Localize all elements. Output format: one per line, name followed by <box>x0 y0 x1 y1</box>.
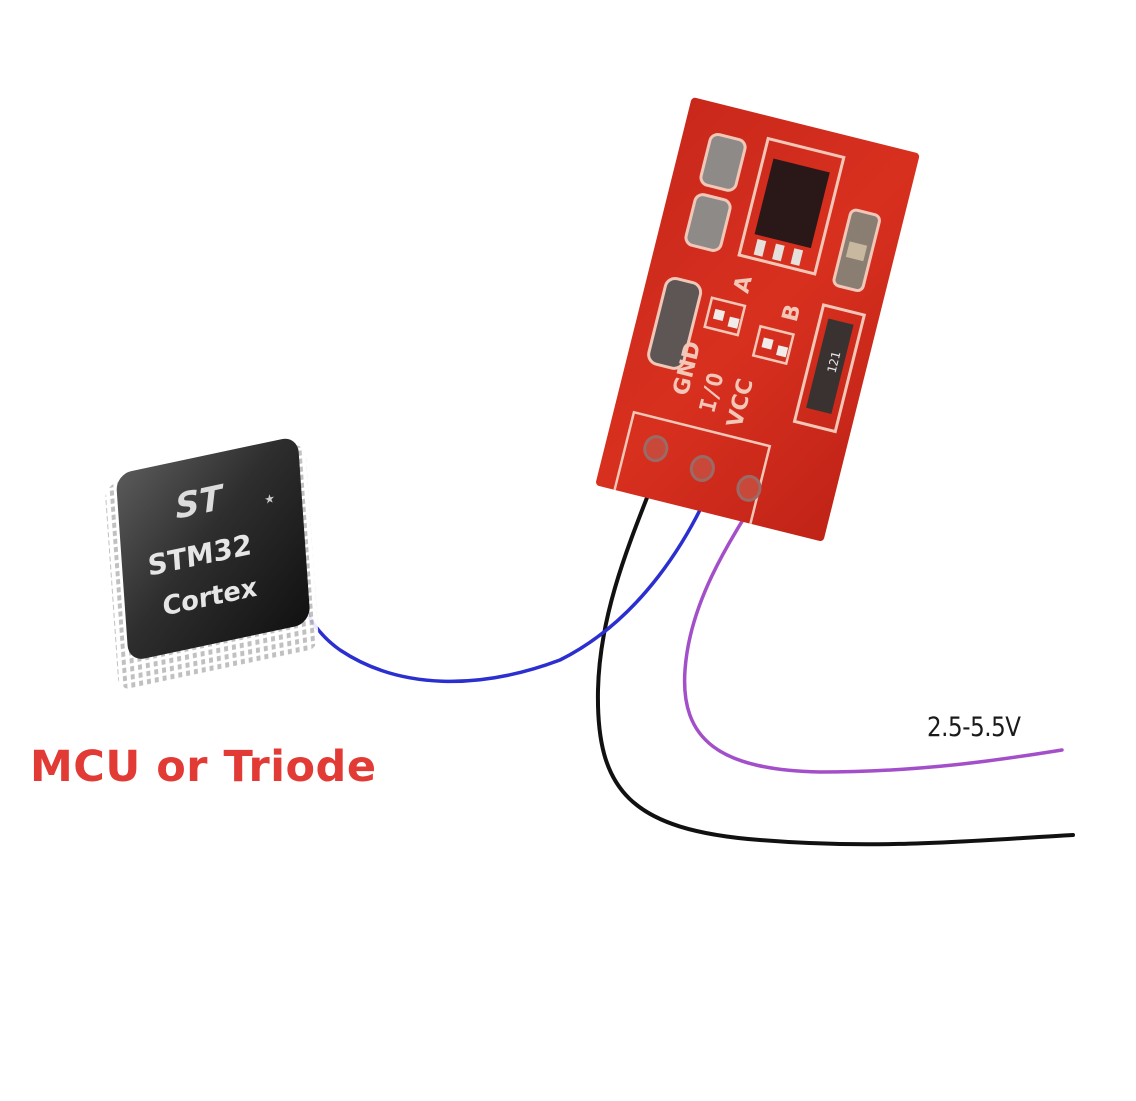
touch-ic <box>754 158 830 249</box>
pcb-board <box>596 97 920 542</box>
chip-body <box>116 438 310 659</box>
capacitor <box>647 277 703 370</box>
solder-pad <box>684 193 732 252</box>
solder-pad <box>699 132 747 192</box>
microcontroller-icon: ★ <box>264 491 276 507</box>
resistor-code: 121 <box>825 350 844 374</box>
touch-sensor-module: 121 A B GND I/O VCC <box>596 97 920 542</box>
pad-label-b: B <box>778 302 806 324</box>
mcu-chip: ST STM32 Cortex ★ <box>105 438 319 689</box>
io-wire <box>298 468 720 684</box>
supply-voltage-label: 2.5-5.5V <box>927 712 1021 743</box>
pad-label-a: A <box>729 273 757 296</box>
pin-hole-vcc <box>736 474 762 502</box>
resistor <box>806 318 854 415</box>
ic-outline <box>737 136 846 276</box>
gnd-wire <box>595 446 1075 847</box>
pin-hole-gnd <box>643 435 669 463</box>
mcu-or-triode-label: MCU or Triode <box>30 742 377 792</box>
vcc-wire <box>682 478 1064 774</box>
pin-hole-io <box>689 455 715 482</box>
resistor-outline <box>792 303 867 434</box>
